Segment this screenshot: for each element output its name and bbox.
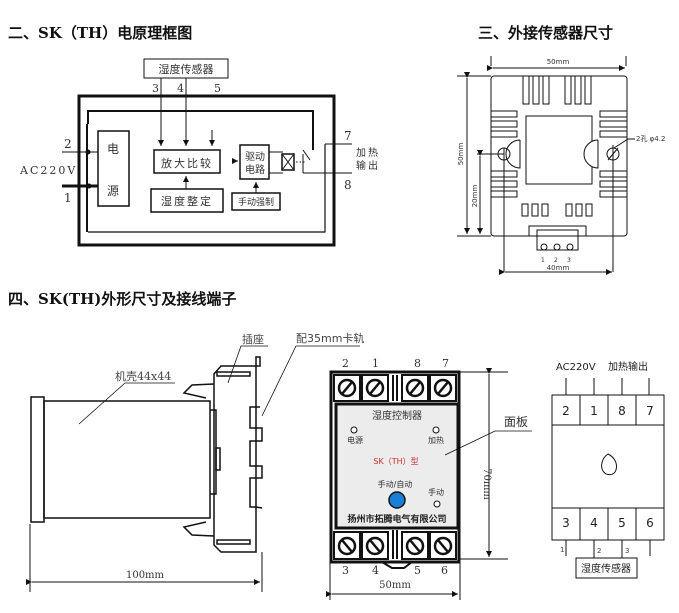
button-label: 手动/自动 (378, 479, 413, 489)
wiring-top-pin-2: 2 (562, 404, 570, 418)
width-dim: 50mm (379, 580, 411, 591)
power-pin-2: 2 (64, 137, 72, 151)
wiring-bottom-pin-6: 6 (646, 516, 654, 530)
ac220v-label: AC220V (19, 164, 77, 177)
led-heat-label: 加热 (428, 435, 444, 445)
sensor-window (525, 115, 593, 185)
wiring-diagram: AC220V 加热输出 2 1 8 7 3 4 5 6 1 2 3 湿度传感器 (551, 360, 665, 579)
sensor-terminal-2: 2 (554, 257, 558, 264)
panel-label: 面板 (504, 415, 528, 429)
housing (43, 400, 211, 519)
front-panel (334, 402, 460, 530)
wiring-bottom-pin-3: 3 (562, 516, 570, 530)
led-power-label: 电源 (347, 435, 363, 445)
hole-height-dim: 20mm (471, 185, 479, 208)
section-title-sensor-size: 三、外接传感器尺寸 (478, 24, 614, 42)
power-pin-1: 1 (64, 191, 72, 205)
wiring-sensor-label: 湿度传感器 (581, 562, 631, 575)
hole-spacing-dim: 40mm (547, 264, 570, 272)
front-bottom-pin-3: 3 (342, 564, 349, 577)
wiring-ac220v-label: AC220V (556, 362, 596, 373)
driver-box (239, 144, 270, 180)
company-label: 扬州市拓腾电气有限公司 (347, 513, 446, 525)
front-top-pin-7: 7 (442, 357, 449, 370)
front-top-pin-1: 1 (372, 357, 379, 370)
bottom-terminal-screws (337, 536, 453, 556)
manual-force-label: 手动强制 (238, 196, 274, 208)
wiring-top-pin-8: 8 (618, 404, 626, 418)
led-heat (432, 426, 440, 434)
sensor-drawing: 50mm 2孔 φ4.2 1 2 (457, 56, 665, 275)
front-top-pin-2: 2 (342, 357, 349, 370)
wiring-bottom-pin-5: 5 (618, 516, 626, 530)
panel-title: 湿度控制器 (372, 409, 422, 422)
block-diagram: 湿度传感器 3 4 5 2 1 AC220V 电 源 放大比较 湿度整定 驱动 … (19, 58, 380, 247)
front-top-pin-8: 8 (414, 357, 421, 370)
front-panel-edge (30, 396, 45, 523)
socket (213, 365, 257, 553)
sensor-width-dim: 50mm (547, 58, 570, 66)
sensor-terminal-3: 3 (567, 257, 571, 264)
wiring-sensor-pin-3: 3 (625, 547, 629, 555)
sensor-pin-3: 3 (152, 82, 159, 95)
inner-bus (87, 110, 314, 150)
wiring-sensor-box (575, 557, 638, 579)
led-manual (433, 500, 441, 508)
power-supply-char-2: 源 (107, 184, 119, 198)
front-bottom-pin-4: 4 (372, 564, 379, 577)
output-label-1: 加热 (356, 146, 380, 159)
sensor-pin-4: 4 (177, 82, 184, 95)
front-view: 2 1 8 7 湿度控制器 电源 加热 SK（TH）型 手动/自动 手动 扬州市… (326, 357, 532, 600)
section-title-block-diagram: 二、SK（TH）电原理框图 (8, 24, 193, 42)
socket-label: 插座 (242, 332, 264, 346)
front-bottom-pin-5: 5 (414, 564, 421, 577)
wiring-top-pin-1: 1 (590, 404, 598, 418)
height-dim: 70mm (481, 468, 492, 500)
sensor-box-label: 湿度传感器 (159, 62, 214, 76)
wiring-sensor-pin-1: 1 (560, 546, 564, 554)
sensor-terminal-1: 1 (541, 257, 545, 264)
amplifier-box (153, 149, 221, 174)
top-terminal-screws (337, 378, 453, 398)
depth-dim: 100mm (126, 570, 165, 581)
setpoint-box (150, 188, 224, 213)
wiring-top-pin-7: 7 (646, 404, 654, 418)
model-label: SK（TH）型 (373, 457, 418, 466)
socket-key (601, 453, 617, 476)
wiring-sensor-pin-2: 2 (597, 547, 601, 555)
setpoint-label: 湿度整定 (161, 194, 213, 208)
shell-label: 机壳44x44 (115, 369, 171, 383)
power-supply-box (97, 130, 130, 207)
manual-auto-button[interactable] (388, 491, 406, 509)
sensor-terminal-block (536, 229, 579, 251)
power-supply-char-1: 电 (107, 142, 119, 156)
driver-label-1: 驱动 (245, 151, 265, 163)
output-pin-8: 8 (344, 178, 352, 192)
front-bottom-pin-6: 6 (441, 564, 448, 577)
led-power (350, 426, 358, 434)
output-label-2: 输出 (356, 159, 380, 172)
din-rail (249, 406, 263, 509)
output-pin-7: 7 (344, 129, 352, 143)
section-title-outline: 四、SK(TH)外形尺寸及接线端子 (8, 290, 237, 308)
sensor-height-dim: 50mm (457, 143, 465, 166)
rail-label: 配35mm卡轨 (296, 331, 364, 345)
hole-note: 2孔 φ4.2 (636, 135, 665, 143)
relay-coil (281, 153, 295, 171)
wiring-bottom-pin-4: 4 (590, 516, 598, 530)
led-manual-label: 手动 (428, 487, 444, 497)
driver-label-2: 电路 (245, 163, 265, 176)
side-view: 100mm 机壳44x44 插座 配35mm卡轨 (26, 331, 364, 592)
sensor-pin-5: 5 (214, 82, 221, 95)
wiring-heat-output-label: 加热输出 (608, 360, 648, 373)
outer-enclosure (77, 94, 336, 247)
amplifier-label: 放大比较 (161, 156, 213, 170)
